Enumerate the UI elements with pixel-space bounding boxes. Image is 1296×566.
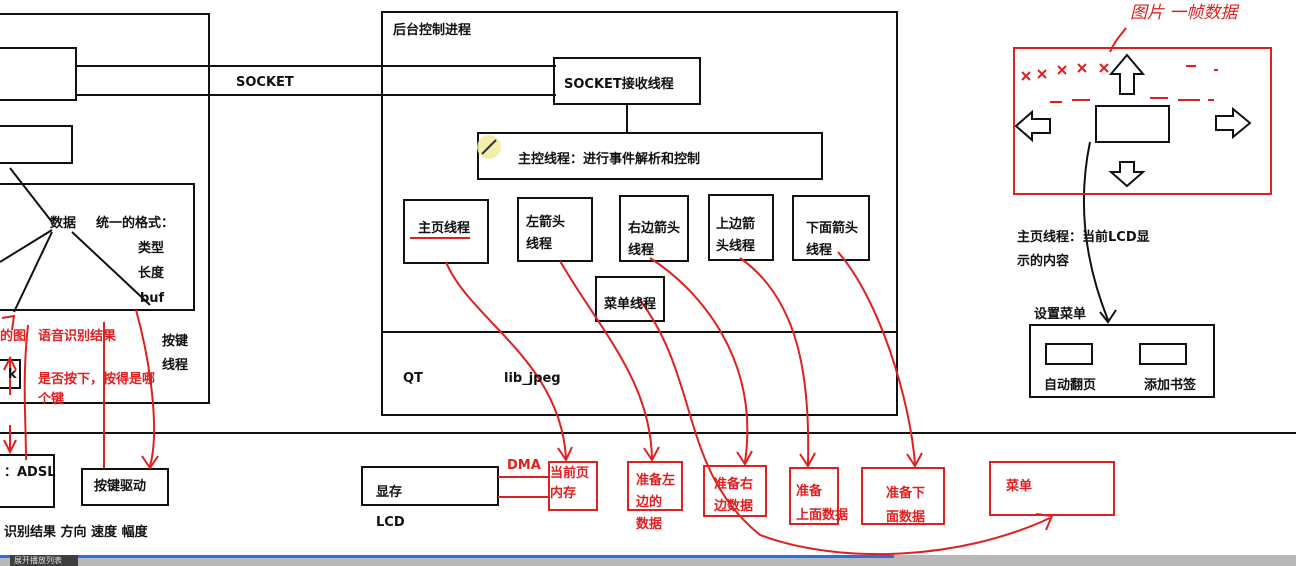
video-progress-fill bbox=[0, 555, 895, 558]
thread-up-label: 上边箭 头线程 bbox=[716, 217, 756, 254]
thread-box-up bbox=[708, 194, 774, 261]
screen-scribbles bbox=[1021, 63, 1218, 103]
libjpeg-label: lib_jpeg bbox=[504, 371, 561, 386]
screen-frame bbox=[1013, 47, 1272, 195]
down-to-prepare-curve bbox=[837, 251, 916, 465]
partial-label-a: 的图 bbox=[0, 329, 27, 344]
lcd-label: LCD bbox=[376, 515, 405, 530]
up-arrowhead bbox=[799, 452, 816, 468]
framebuffer-box bbox=[361, 466, 499, 506]
arrow-down-shape bbox=[1108, 161, 1146, 188]
key-driver-label: 按键驱动 bbox=[94, 479, 147, 494]
home-to-current-curve bbox=[445, 261, 567, 459]
adsl-label: ：ADSL bbox=[4, 465, 56, 480]
current-page-label: 当前页 内存 bbox=[550, 466, 590, 501]
settings-arrowhead bbox=[1099, 309, 1117, 324]
prepare-left-label: 准备左 边的 数据 bbox=[636, 473, 676, 532]
left-arrowhead bbox=[643, 446, 660, 462]
backend-title: 后台控制进程 bbox=[393, 23, 472, 38]
format-label: 统一的格式： bbox=[96, 216, 175, 231]
screen-to-settings-curve bbox=[1082, 141, 1109, 321]
tree-line-1 bbox=[9, 167, 53, 223]
prepare-left-box bbox=[627, 461, 683, 511]
length-label: 长度 bbox=[138, 266, 165, 281]
main-control-label: 主控线程：进行事件解析和控制 bbox=[518, 152, 701, 167]
home-thread-note: 主页线程：当前LCD显 示的内容 bbox=[1017, 230, 1150, 269]
tree-line-3 bbox=[13, 231, 53, 313]
arrow-left-shape bbox=[1014, 109, 1051, 143]
key-driver-box bbox=[81, 468, 169, 506]
format-box bbox=[0, 183, 195, 311]
menu-label: 菜单 bbox=[1006, 479, 1033, 494]
left-bracket bbox=[1, 314, 16, 331]
menu-thread-label: 菜单线程 bbox=[604, 297, 657, 312]
thread-home-label: 主页线程 bbox=[418, 221, 471, 236]
screen-annotation: 图片 一帧数据 bbox=[1130, 3, 1238, 23]
menu-arrowhead bbox=[1035, 513, 1054, 531]
thread-box-down bbox=[792, 195, 870, 261]
left-down-arrow bbox=[3, 425, 17, 455]
tree-line-4 bbox=[71, 231, 151, 306]
pressed-label: 是否按下，按得是哪 个键 bbox=[38, 372, 156, 407]
annotation-arrow bbox=[1109, 27, 1127, 53]
prepare-down-label: 准备下 面数据 bbox=[886, 486, 926, 525]
up-to-prepare-curve bbox=[739, 257, 810, 465]
prepare-up-box bbox=[789, 467, 839, 525]
arrow-up-shape bbox=[1108, 53, 1146, 95]
auto-page-button-box bbox=[1045, 343, 1093, 365]
down-arrowhead bbox=[906, 452, 923, 468]
left-socket-box bbox=[0, 47, 77, 101]
thread-down-label: 下面箭头 线程 bbox=[806, 221, 859, 258]
playlist-button[interactable]: 展开播放列表 bbox=[10, 555, 78, 566]
prepare-right-label: 准备右 边数据 bbox=[714, 477, 754, 514]
framebuffer-label: 显存 bbox=[376, 485, 403, 500]
screen-center-box bbox=[1095, 105, 1170, 143]
dma-label: DMA bbox=[507, 458, 541, 473]
left-middle-box bbox=[0, 125, 73, 164]
tree-line-2 bbox=[0, 229, 53, 263]
settings-menu-box bbox=[1029, 324, 1215, 398]
left-up-arrow bbox=[3, 355, 17, 395]
current-page-box bbox=[548, 461, 598, 511]
add-bookmark-label: 添加书签 bbox=[1144, 378, 1197, 393]
cursor-pen bbox=[481, 139, 497, 155]
bottom-result-label: 识别结果 方向 速度 幅度 bbox=[4, 525, 148, 540]
right-arrowhead bbox=[736, 450, 753, 466]
prepare-down-box bbox=[861, 467, 945, 525]
add-bookmark-button-box bbox=[1139, 343, 1187, 365]
voice-result-label: 语音识别结果 bbox=[38, 329, 117, 344]
settings-menu-label: 设置菜单 bbox=[1034, 307, 1087, 322]
prepare-right-box bbox=[703, 465, 767, 517]
left-to-prepare-curve bbox=[559, 260, 653, 459]
auto-page-label: 自动翻页 bbox=[1044, 378, 1097, 393]
arrow-right-shape bbox=[1215, 106, 1252, 140]
voice-result-line bbox=[23, 324, 29, 461]
qt-label: QT bbox=[403, 371, 423, 386]
socket-recv-label: SOCKET接收线程 bbox=[564, 77, 674, 92]
buf-label: buf bbox=[140, 291, 165, 306]
home-arrowhead bbox=[557, 446, 573, 463]
video-progress-bar[interactable] bbox=[0, 555, 1296, 566]
thread-left-label: 左箭头 线程 bbox=[526, 215, 566, 252]
right-to-prepare-curve bbox=[649, 257, 749, 463]
socket-label: SOCKET bbox=[236, 75, 294, 90]
thread-box-left bbox=[517, 197, 593, 262]
backend-frame bbox=[381, 11, 898, 416]
menu-to-menubox-curve bbox=[639, 299, 1051, 556]
thread-right-label: 右边箭头 线程 bbox=[628, 221, 681, 258]
key-thread-label: 按键 线程 bbox=[162, 334, 189, 373]
menu-thread-box bbox=[595, 276, 665, 322]
key-driver-arrowhead bbox=[141, 455, 159, 470]
data-label: 数据 bbox=[50, 216, 77, 231]
partial-label-k: k bbox=[8, 367, 17, 382]
key-driver-curve bbox=[135, 309, 156, 467]
main-control-box bbox=[477, 132, 823, 180]
prepare-up-label: 准备 上面数据 bbox=[796, 484, 849, 523]
type-label: 类型 bbox=[138, 241, 165, 256]
